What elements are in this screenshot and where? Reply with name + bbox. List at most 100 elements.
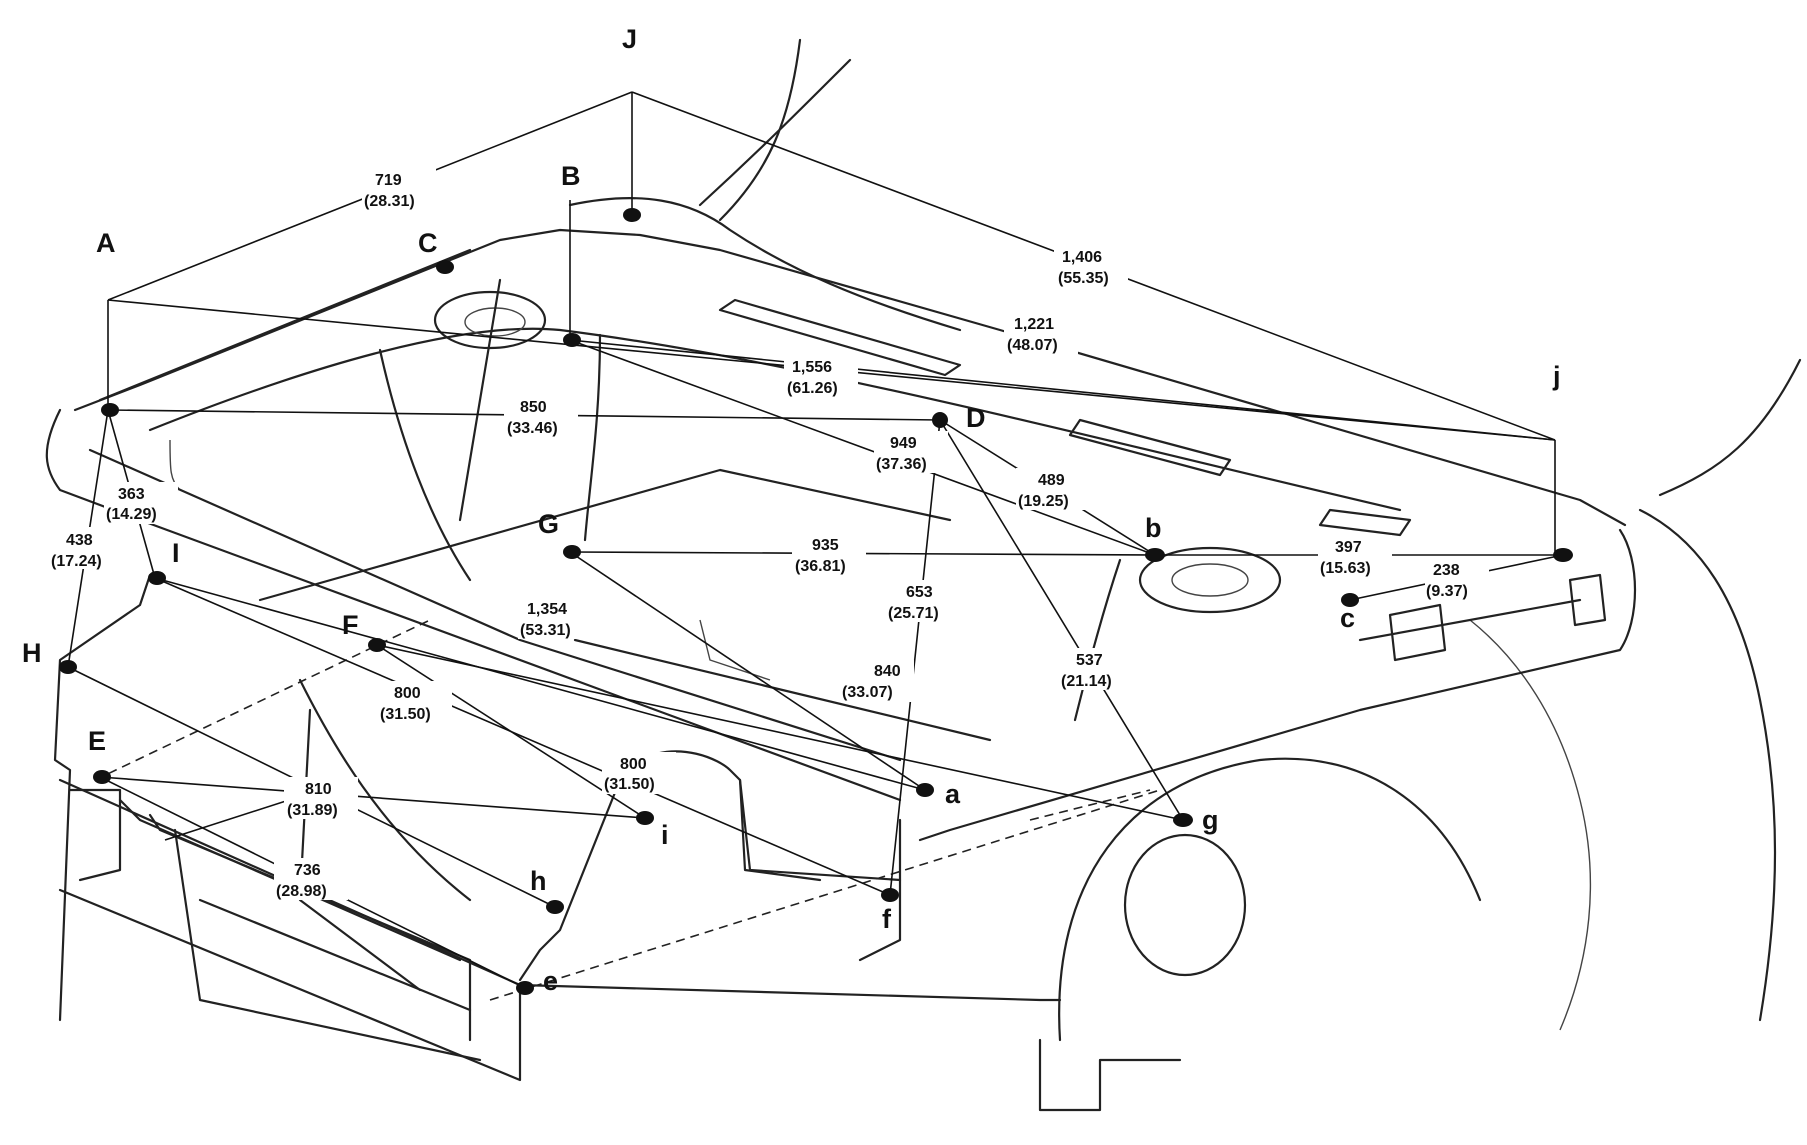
- point-F-marker: [368, 638, 386, 652]
- point-I-marker: [148, 571, 166, 585]
- point-markers: [59, 208, 1573, 995]
- point-B-marker: [563, 333, 581, 347]
- dimension-800-lower: 800 (31.50): [602, 752, 676, 794]
- svg-text:(33.46): (33.46): [507, 420, 558, 437]
- svg-text:800: 800: [620, 756, 647, 773]
- point-label-I: I: [172, 538, 180, 568]
- point-f-marker: [881, 888, 899, 902]
- dimension-736: 736 (28.98): [274, 858, 348, 900]
- point-label-b: b: [1145, 513, 1162, 543]
- point-D-marker: [932, 412, 948, 428]
- svg-text:850: 850: [520, 399, 547, 416]
- point-label-J: J: [622, 24, 637, 54]
- svg-text:(21.14): (21.14): [1061, 673, 1112, 690]
- svg-text:(19.25): (19.25): [1018, 493, 1069, 510]
- dimension-1406: 1,406 (55.35): [1054, 245, 1128, 287]
- point-label-a: a: [945, 779, 961, 809]
- svg-text:(31.50): (31.50): [604, 776, 655, 793]
- dimension-238: 238 (9.37): [1425, 557, 1489, 600]
- svg-text:(48.07): (48.07): [1007, 337, 1058, 354]
- point-label-j: j: [1552, 361, 1561, 391]
- dimension-800-upper: 800 (31.50): [378, 681, 452, 723]
- point-G-marker: [563, 545, 581, 559]
- dimension-850: 850 (33.46): [504, 395, 578, 437]
- point-label-G: G: [538, 509, 559, 539]
- point-g-marker: [1173, 813, 1193, 827]
- svg-text:1,556: 1,556: [792, 359, 832, 376]
- point-c-marker: [1341, 593, 1359, 607]
- dimension-1221: 1,221 (48.07): [1004, 312, 1078, 354]
- svg-text:(15.63): (15.63): [1320, 560, 1371, 577]
- dimension-1556: 1,556 (61.26): [784, 355, 858, 397]
- point-label-A: A: [96, 228, 116, 258]
- svg-text:(17.24): (17.24): [51, 553, 102, 570]
- point-label-c: c: [1340, 603, 1355, 633]
- svg-text:810: 810: [305, 781, 332, 798]
- point-E-marker: [93, 770, 111, 784]
- svg-text:537: 537: [1076, 652, 1103, 669]
- point-e-marker: [516, 981, 534, 995]
- vehicle-body-outline: [45, 38, 1802, 1112]
- svg-text:238: 238: [1433, 562, 1460, 579]
- point-label-C: C: [418, 228, 438, 258]
- point-J-marker: [623, 208, 641, 222]
- point-labels: J B A C D G I H F E j b c a g i h f e: [22, 24, 1561, 996]
- point-label-e: e: [543, 966, 558, 996]
- dimension-935: 935 (36.81): [792, 532, 866, 575]
- svg-text:840: 840: [874, 663, 901, 680]
- svg-text:(36.81): (36.81): [795, 558, 846, 575]
- svg-text:(33.07): (33.07): [842, 684, 893, 701]
- dimension-810: 810 (31.89): [284, 777, 358, 819]
- svg-text:438: 438: [66, 532, 93, 549]
- point-label-i: i: [661, 820, 669, 850]
- point-a-marker: [916, 783, 934, 797]
- point-H-marker: [59, 660, 77, 674]
- dimension-719: 719 (28.31): [362, 168, 436, 210]
- dimension-653: 653 (25.71): [886, 580, 960, 622]
- svg-text:(25.71): (25.71): [888, 605, 939, 622]
- svg-text:(9.37): (9.37): [1426, 583, 1468, 600]
- dimension-1354: 1,354 (53.31): [518, 597, 592, 639]
- svg-text:935: 935: [812, 537, 839, 554]
- svg-text:949: 949: [890, 435, 917, 452]
- svg-text:719: 719: [375, 172, 402, 189]
- svg-text:489: 489: [1038, 472, 1065, 489]
- dimension-438: 438 (17.24): [48, 527, 122, 570]
- dimension-397: 397 (15.63): [1318, 535, 1392, 577]
- point-label-f: f: [882, 904, 892, 934]
- point-label-g: g: [1202, 805, 1219, 835]
- svg-text:653: 653: [906, 584, 933, 601]
- svg-text:1,354: 1,354: [527, 601, 567, 618]
- svg-text:(55.35): (55.35): [1058, 270, 1109, 287]
- svg-text:(53.31): (53.31): [520, 622, 571, 639]
- svg-text:(28.98): (28.98): [276, 883, 327, 900]
- svg-text:1,406: 1,406: [1062, 249, 1102, 266]
- dimension-537: 537 (21.14): [1058, 648, 1132, 690]
- dimension-949: 949 (37.36): [874, 431, 948, 473]
- svg-text:(31.50): (31.50): [380, 706, 431, 723]
- point-label-F: F: [342, 610, 359, 640]
- svg-text:736: 736: [294, 862, 321, 879]
- svg-text:(37.36): (37.36): [876, 456, 927, 473]
- svg-text:397: 397: [1335, 539, 1362, 556]
- svg-text:363: 363: [118, 486, 145, 503]
- point-j-marker: [1553, 548, 1573, 562]
- point-label-D: D: [966, 403, 986, 433]
- point-label-B: B: [561, 161, 581, 191]
- point-label-h: h: [530, 866, 547, 896]
- svg-text:(61.26): (61.26): [787, 380, 838, 397]
- svg-text:(31.89): (31.89): [287, 802, 338, 819]
- svg-text:(28.31): (28.31): [364, 193, 415, 210]
- dimension-489: 489 (19.25): [1016, 468, 1090, 510]
- point-i-marker: [636, 811, 654, 825]
- point-A-marker: [101, 403, 119, 417]
- dimension-363: 363 (14.29): [104, 482, 178, 524]
- dimension-840: 840 (33.07): [840, 660, 914, 702]
- dimension-labels: 719 (28.31) 1,406 (55.35) 1,221 (48.07) …: [48, 168, 1489, 900]
- svg-text:1,221: 1,221: [1014, 316, 1054, 333]
- point-label-E: E: [88, 726, 106, 756]
- svg-text:800: 800: [394, 685, 421, 702]
- svg-text:(14.29): (14.29): [106, 506, 157, 523]
- point-h-marker: [546, 900, 564, 914]
